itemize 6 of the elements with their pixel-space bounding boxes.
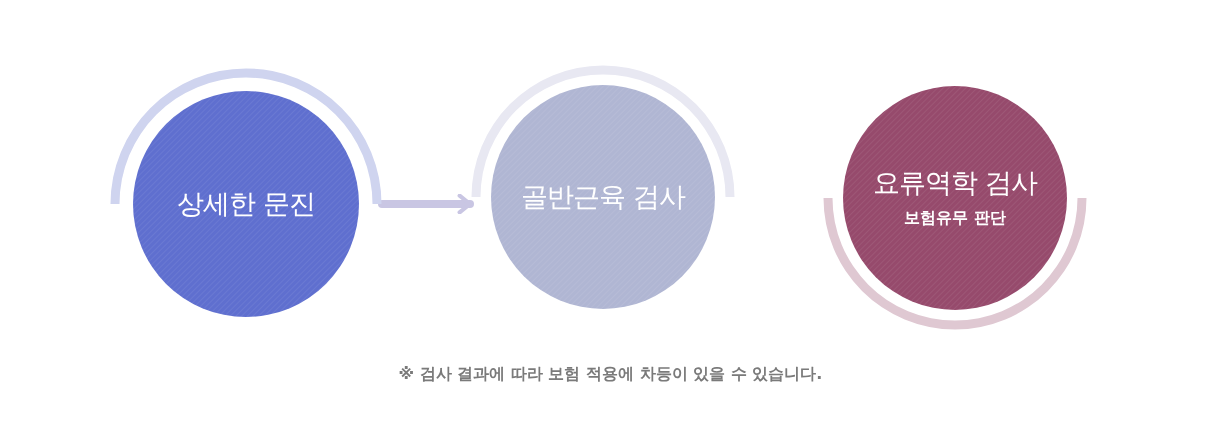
arrow xyxy=(378,193,474,215)
footnote: ※ 검사 결과에 따라 보험 적용에 차등이 있을 수 있습니다. xyxy=(398,364,823,383)
step-subtitle: 보험유무 판단 xyxy=(904,207,1006,229)
step-title: 요류역학 검사 xyxy=(873,167,1037,200)
step-title: 상세한 문진 xyxy=(177,187,315,221)
step-title: 골반근육 검사 xyxy=(521,180,685,214)
